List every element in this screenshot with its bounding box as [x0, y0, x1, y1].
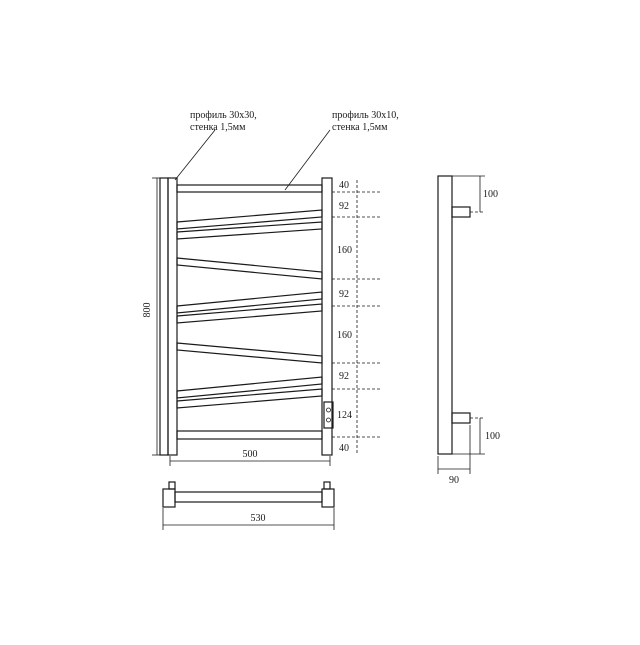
left-end-cap — [162, 488, 176, 508]
width-inner-dimension — [169, 456, 331, 466]
mount-top-label: 100 — [483, 189, 498, 200]
spacing-label: 40 — [339, 443, 349, 454]
spacing-label: 160 — [337, 245, 352, 256]
spacing-label: 160 — [337, 330, 352, 341]
right-callout-line1: профиль 30х10, — [332, 110, 399, 121]
left-mount-stub — [168, 481, 176, 490]
spacing-label: 124 — [337, 410, 352, 421]
right-mount-stub — [323, 481, 331, 490]
mount-bottom-label: 100 — [485, 431, 500, 442]
left-callout-line1: профиль 30х30, — [190, 110, 257, 121]
right-post — [321, 177, 333, 456]
slanted-bar-4 — [176, 291, 323, 314]
right-callout-leader — [284, 129, 331, 191]
side-post — [437, 175, 453, 455]
slanted-bar-6 — [176, 342, 323, 364]
slanted-bar-3 — [176, 257, 323, 280]
slanted-bar-5 — [176, 303, 323, 324]
front-view — [159, 177, 334, 456]
left-post-outer — [167, 177, 178, 456]
spacing-label: 92 — [339, 289, 349, 300]
top-mount-bracket — [451, 206, 471, 218]
switch-indicator-icon — [326, 407, 331, 413]
left-post-inner — [159, 177, 169, 456]
right-callout-line2: стенка 1,5мм — [332, 122, 388, 133]
width-inner-label: 500 — [243, 449, 258, 460]
left-callout-leader — [174, 129, 216, 181]
slanted-bar-8 — [176, 388, 323, 409]
bottom-bar — [176, 430, 323, 440]
bottom-mount-bracket — [451, 412, 471, 424]
top-view — [162, 481, 335, 530]
depth-label: 90 — [449, 475, 459, 486]
width-total-label: 530 — [251, 513, 266, 524]
left-callout-line2: стенка 1,5мм — [190, 122, 246, 133]
spacing-label: 92 — [339, 371, 349, 382]
slanted-bar-1 — [176, 209, 323, 230]
spacing-dimensions — [332, 180, 380, 455]
side-view — [437, 175, 485, 474]
spacing-label: 92 — [339, 201, 349, 212]
slanted-bar-7 — [176, 376, 323, 399]
top-view-bar — [174, 491, 323, 503]
switch-indicator-icon — [326, 417, 331, 423]
height-dimension — [152, 177, 162, 456]
height-label: 800 — [142, 303, 153, 318]
top-bar — [176, 184, 323, 193]
right-end-cap — [321, 488, 335, 508]
spacing-label: 40 — [339, 180, 349, 191]
switch-box — [323, 401, 334, 429]
slanted-bar-2 — [176, 221, 323, 240]
callout-leaders — [174, 129, 331, 191]
